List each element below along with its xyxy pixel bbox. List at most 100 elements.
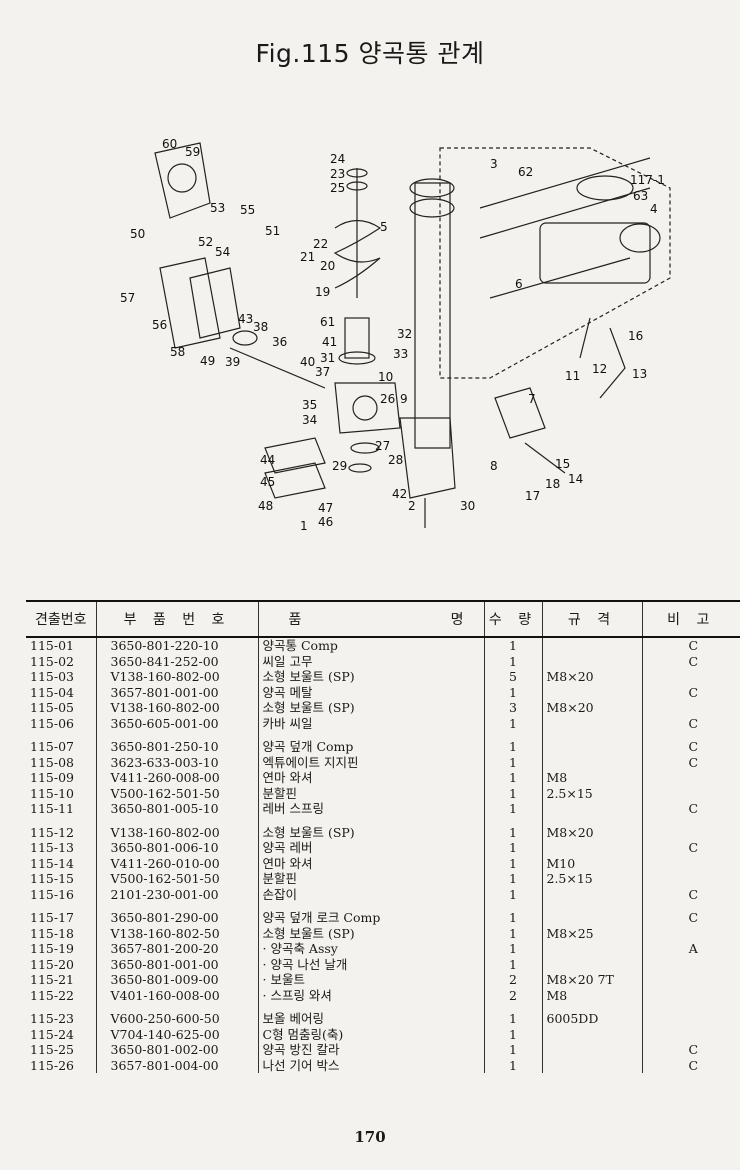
cell-part-number: 3650-801-006-10 — [96, 840, 259, 856]
svg-text:27: 27 — [375, 439, 390, 453]
svg-text:61: 61 — [320, 315, 335, 329]
svg-text:39: 39 — [225, 355, 240, 369]
cell-quantity: 1 — [484, 1003, 543, 1027]
svg-text:10: 10 — [378, 370, 393, 384]
cell-part-number: 3650-801-290-00 — [96, 902, 259, 926]
cell-remarks — [642, 856, 740, 872]
svg-text:41: 41 — [322, 335, 337, 349]
cell-spec — [542, 1057, 643, 1073]
cell-spec — [542, 731, 643, 755]
cell-part-number: 3650-801-250-10 — [96, 731, 259, 755]
cell-part-number: 2101-230-001-00 — [96, 886, 259, 902]
cell-index: 115-11 — [26, 801, 97, 817]
cell-part-name: 양곡 덮개 Comp — [258, 731, 485, 755]
cell-part-name: 양곡 레버 — [258, 840, 485, 856]
cell-index: 115-20 — [26, 956, 97, 972]
cell-remarks: C — [688, 638, 699, 653]
cell-index: 115-09 — [26, 770, 97, 786]
cell-spec: 6005DD — [542, 1003, 643, 1027]
cell-index: 115-06 — [26, 715, 97, 731]
cell-index: 115-07 — [26, 731, 97, 755]
cell-index: 115-14 — [26, 855, 97, 871]
cell-quantity: 1 — [484, 886, 543, 902]
svg-text:5: 5 — [380, 220, 388, 234]
cell-part-name: 소형 보울트 (SP) — [258, 669, 485, 685]
svg-text:59: 59 — [185, 145, 200, 159]
svg-text:3: 3 — [490, 157, 498, 171]
cell-part-name: · 양곡 나선 날개 — [258, 956, 485, 972]
svg-text:25: 25 — [330, 181, 345, 195]
svg-text:52: 52 — [198, 235, 213, 249]
cell-spec — [542, 801, 643, 817]
svg-text:54: 54 — [215, 245, 230, 259]
cell-remarks — [642, 871, 740, 887]
cell-spec: M8×20 — [542, 700, 643, 716]
cell-part-name: 씨일 고무 — [258, 653, 485, 669]
cell-remarks — [642, 957, 740, 973]
svg-text:46: 46 — [318, 515, 333, 529]
svg-text:55: 55 — [240, 203, 255, 217]
cell-part-number: V500-162-501-50 — [96, 785, 259, 801]
cell-spec — [542, 956, 643, 972]
cell-part-number: 3650-801-005-10 — [96, 801, 259, 817]
svg-text:36: 36 — [272, 335, 287, 349]
cell-index: 115-08 — [26, 754, 97, 770]
cell-quantity: 1 — [484, 941, 543, 957]
cell-index: 115-05 — [26, 700, 97, 716]
cell-part-number: 3650-801-001-00 — [96, 956, 259, 972]
cell-index: 115-23 — [26, 1003, 97, 1027]
svg-text:33: 33 — [393, 347, 408, 361]
cell-part-number: V138-160-802-00 — [96, 816, 259, 840]
cell-part-name: 손잡이 — [258, 886, 485, 902]
svg-text:38: 38 — [253, 320, 268, 334]
svg-text:11: 11 — [565, 369, 580, 383]
cell-remarks — [642, 1027, 740, 1043]
cell-spec — [542, 637, 643, 654]
svg-text:40: 40 — [300, 355, 315, 369]
cell-quantity: 1 — [484, 816, 543, 840]
svg-text:56: 56 — [152, 318, 167, 332]
svg-text:44: 44 — [260, 453, 275, 467]
cell-part-name: 소형 보울트 (SP) — [258, 700, 485, 716]
cell-quantity: 1 — [484, 770, 543, 786]
cell-quantity: 1 — [484, 715, 543, 731]
cell-quantity: 1 — [484, 1057, 543, 1073]
cell-remarks — [642, 700, 740, 716]
svg-text:42: 42 — [392, 487, 407, 501]
cell-spec: M8×25 — [542, 925, 643, 941]
cell-quantity: 1 — [484, 1042, 543, 1058]
svg-text:31: 31 — [320, 351, 335, 365]
cell-part-name: 양곡통 Comp — [258, 637, 485, 654]
cell-remarks: C — [688, 739, 699, 754]
cell-remarks — [642, 786, 740, 802]
cell-spec: 2.5×15 — [542, 871, 643, 887]
cell-spec — [542, 902, 643, 926]
table-header-row: 견출번호 부 품 번 호 품 명 수 량 규 격 비 고 — [26, 600, 740, 638]
svg-text:16: 16 — [628, 329, 643, 343]
svg-text:45: 45 — [260, 475, 275, 489]
cell-part-number: 3657-801-200-20 — [96, 941, 259, 957]
cell-quantity: 1 — [484, 801, 543, 817]
cell-part-name: · 보울트 — [258, 972, 485, 988]
cell-part-name: 양곡 방진 칼라 — [258, 1042, 485, 1058]
cell-spec: M8×20 7T — [542, 972, 643, 988]
cell-quantity: 1 — [484, 684, 543, 700]
cell-part-number: V600-250-600-50 — [96, 1003, 259, 1027]
cell-remarks: A — [688, 941, 698, 956]
cell-remarks: C — [688, 684, 699, 700]
